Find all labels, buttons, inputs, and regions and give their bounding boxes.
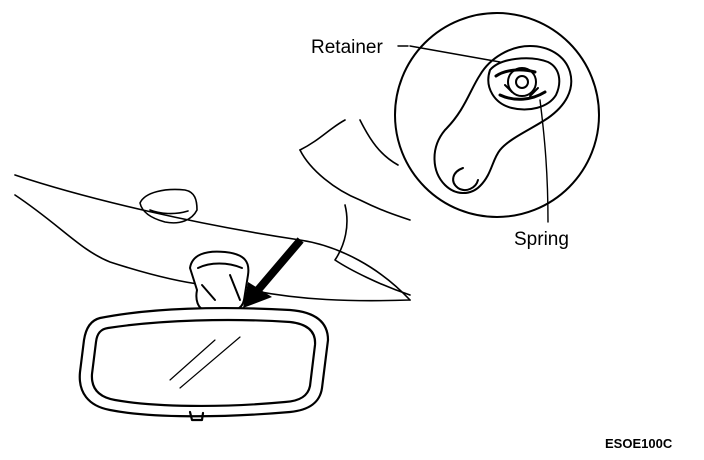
retainer-leader <box>397 45 501 63</box>
mirror-stem <box>189 250 250 314</box>
spring-leader <box>539 99 549 223</box>
detail-inset <box>394 12 600 218</box>
roof-headliner <box>14 119 411 302</box>
retainer-label: Retainer <box>311 37 383 58</box>
rearview-mirror <box>78 306 330 422</box>
spring-label: Spring <box>514 229 569 250</box>
removal-arrow <box>243 237 304 308</box>
figure-code: ESOE100C <box>605 436 673 451</box>
